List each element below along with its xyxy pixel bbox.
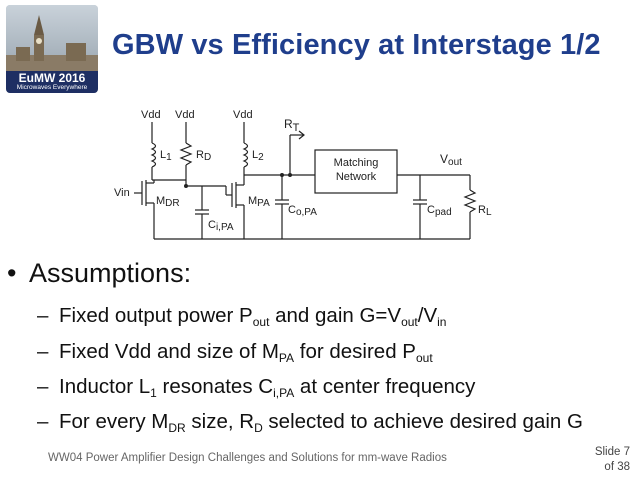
vin-label: Vin xyxy=(114,187,130,199)
rd-label: RD xyxy=(196,149,211,163)
vdd3-label: Vdd xyxy=(233,109,253,121)
circuit-diagram: Vdd Vdd Vdd L1 RD L2 RT Matching Network… xyxy=(114,109,492,240)
logo-image xyxy=(6,5,98,73)
footer-text: WW04 Power Amplifier Design Challenges a… xyxy=(48,452,447,464)
vout-label: Vout xyxy=(440,152,462,168)
list-item: –Inductor L1 resonates Ci,PA at center f… xyxy=(37,375,476,400)
list-item: –Fixed output power Pout and gain G=Vout… xyxy=(37,304,447,329)
matching-line1: Matching xyxy=(334,157,379,169)
cpad-label: Cpad xyxy=(427,204,452,218)
copa-label: Co,PA xyxy=(288,204,317,218)
assumptions-bullet: •Assumptions: xyxy=(7,258,192,288)
logo-subtitle: Microwaves Everywhere xyxy=(16,84,88,91)
list-item: –For every MDR size, RD selected to achi… xyxy=(37,410,583,435)
list-item: –Fixed Vdd and size of MPA for desired P… xyxy=(37,340,433,365)
l1-label: L1 xyxy=(160,149,172,163)
slide-title: GBW vs Efficiency at Interstage 1/2 xyxy=(112,29,601,61)
vdd1-label: Vdd xyxy=(141,109,161,121)
l2-label: L2 xyxy=(252,149,264,163)
mdr-label: MDR xyxy=(156,195,180,209)
assumptions-heading: Assumptions: xyxy=(29,258,192,288)
vdd2-label: Vdd xyxy=(175,109,195,121)
mpa-label: MPA xyxy=(248,195,270,209)
eumw-logo: EuMW 2016 Microwaves Everywhere xyxy=(6,5,98,93)
matching-line2: Network xyxy=(336,171,377,183)
rl-label: RL xyxy=(478,204,492,218)
slide-number: Slide 7 of 38 xyxy=(594,446,630,473)
logo-title: EuMW 2016 xyxy=(18,71,86,85)
rt-label: RT xyxy=(284,117,300,134)
cipa-label: Ci,PA xyxy=(208,219,234,233)
big-ben-icon xyxy=(6,15,98,73)
